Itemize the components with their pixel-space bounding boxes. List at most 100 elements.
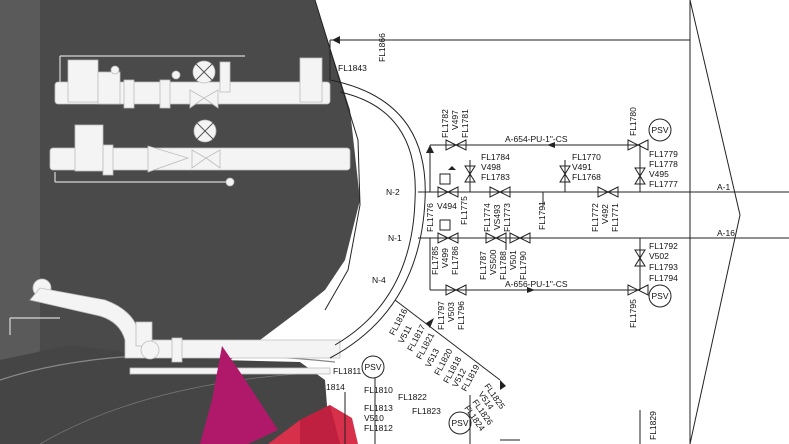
tag-label: FL1793 [649, 262, 678, 272]
valve-body [140, 340, 160, 360]
arrow-icon [500, 380, 506, 390]
tag-label: FL1782 [440, 109, 450, 138]
tag-label: FL1794 [649, 273, 678, 283]
instrument-box [439, 219, 451, 231]
tag-label: FL1779 [649, 149, 678, 159]
tag-label: FL1780 [628, 107, 638, 136]
psv-label: PSV [651, 291, 668, 301]
nozzle-label: N-4 [372, 275, 386, 285]
psv-label: PSV [651, 125, 668, 135]
tag-label: FL1813 [364, 403, 393, 413]
psv-lower-left[interactable]: PSV [361, 355, 385, 379]
tag-label: FL1866 [377, 33, 387, 62]
vessel-head-arc [334, 91, 416, 346]
flange [123, 79, 135, 109]
flange [159, 79, 171, 109]
fitting [225, 177, 235, 187]
tag-label: V491 [572, 162, 592, 172]
line-number: A-16 [717, 228, 735, 238]
vessel-head-arc-outer [329, 79, 426, 359]
tag-label: 1814 [326, 382, 345, 392]
valve-icon[interactable] [445, 139, 467, 151]
arrow-icon [426, 145, 434, 153]
tag-label: FL1829 [648, 411, 658, 440]
tag-label: FL1823 [412, 406, 441, 416]
fitting [171, 70, 181, 80]
model-3d-view[interactable] [0, 0, 360, 444]
valve-body [189, 89, 205, 109]
pid-schematic[interactable]: PSV PSV PSV PSV N-2 N-1 N-4 A-654-PU-1"-… [314, 0, 789, 444]
tag-label: FL1796 [456, 301, 466, 330]
tag-label: FL1774 [482, 203, 492, 232]
tag-label: FL1822 [398, 392, 427, 402]
vessel-rim-lower [39, 371, 331, 444]
tag-label: FL1810 [364, 385, 393, 395]
psv-label: PSV [451, 418, 468, 428]
tag-label: FL1773 [502, 203, 512, 232]
valve-icon[interactable] [437, 186, 459, 198]
valve-body [191, 149, 207, 169]
nozzle-label: N-1 [388, 233, 402, 243]
tag-label: V503 [446, 302, 456, 322]
boundary-right [689, 0, 741, 444]
psv-top[interactable]: PSV [648, 118, 672, 142]
tag-label: V492 [600, 204, 610, 224]
vessel-interior [0, 0, 360, 444]
valve-icon[interactable] [489, 186, 511, 198]
valve-icon[interactable] [597, 186, 619, 198]
valve-icon[interactable] [634, 249, 646, 267]
valve-icon[interactable] [437, 232, 459, 244]
tag-label: V497 [450, 110, 460, 130]
line-number: A-654-PU-1"-CS [505, 134, 568, 144]
valve-icon[interactable] [627, 139, 649, 151]
tag-label: FL1790 [518, 251, 528, 280]
valve-icon[interactable] [485, 232, 507, 244]
tag-label: V494 [437, 201, 457, 211]
tag-label: FL1777 [649, 179, 678, 189]
tag-label: FL1781 [460, 109, 470, 138]
valve-icon[interactable] [634, 167, 646, 185]
valve-icon[interactable] [559, 165, 571, 183]
tag-label: FL1778 [649, 159, 678, 169]
magenta-marker[interactable] [200, 346, 278, 444]
instrument-box [439, 173, 451, 185]
tag-label: V501 [508, 250, 518, 270]
red-marker-shade [300, 405, 340, 444]
tag-label: FL1783 [481, 172, 510, 182]
flange-block [97, 71, 121, 105]
actuator-box [67, 59, 99, 103]
tag-label: FL1770 [572, 152, 601, 162]
valve-icon[interactable] [464, 165, 476, 183]
valve-icon[interactable] [445, 284, 467, 296]
tag-label: FL1797 [436, 301, 446, 330]
tag-label: FL1788 [498, 251, 508, 280]
middle-pipe-assembly[interactable] [49, 119, 351, 187]
tag-label: FL1772 [590, 203, 600, 232]
valve-icon[interactable] [627, 284, 649, 296]
diagonal-branch [394, 299, 501, 381]
psv-lower-mid[interactable]: PSV [448, 411, 472, 435]
valve-stem [219, 61, 231, 93]
handwheel-spoke [196, 122, 214, 140]
tag-label: V498 [481, 162, 501, 172]
tag-label: VS500 [488, 249, 498, 275]
tag-label: FL1786 [450, 246, 460, 275]
fitting [110, 65, 120, 75]
tag-label: FL1792 [649, 241, 678, 251]
valve-icon[interactable] [509, 232, 531, 244]
psv-bottom[interactable]: PSV [648, 284, 672, 308]
upper-pipe-assembly[interactable] [54, 55, 331, 109]
tag-label: FL1771 [610, 203, 620, 232]
tag-label: V510 [364, 413, 384, 423]
tag-label: V495 [649, 169, 669, 179]
pipe-bend [29, 287, 341, 359]
tag-label: FL1768 [572, 172, 601, 182]
arrow-icon [332, 36, 340, 44]
valve-body [203, 89, 219, 109]
tag-label: FL1785 [430, 246, 440, 275]
tag-label: FL1787 [478, 251, 488, 280]
tag-label: FL1784 [481, 152, 510, 162]
tag-label: FL1791 [537, 201, 547, 230]
tag-label: V502 [649, 251, 669, 261]
